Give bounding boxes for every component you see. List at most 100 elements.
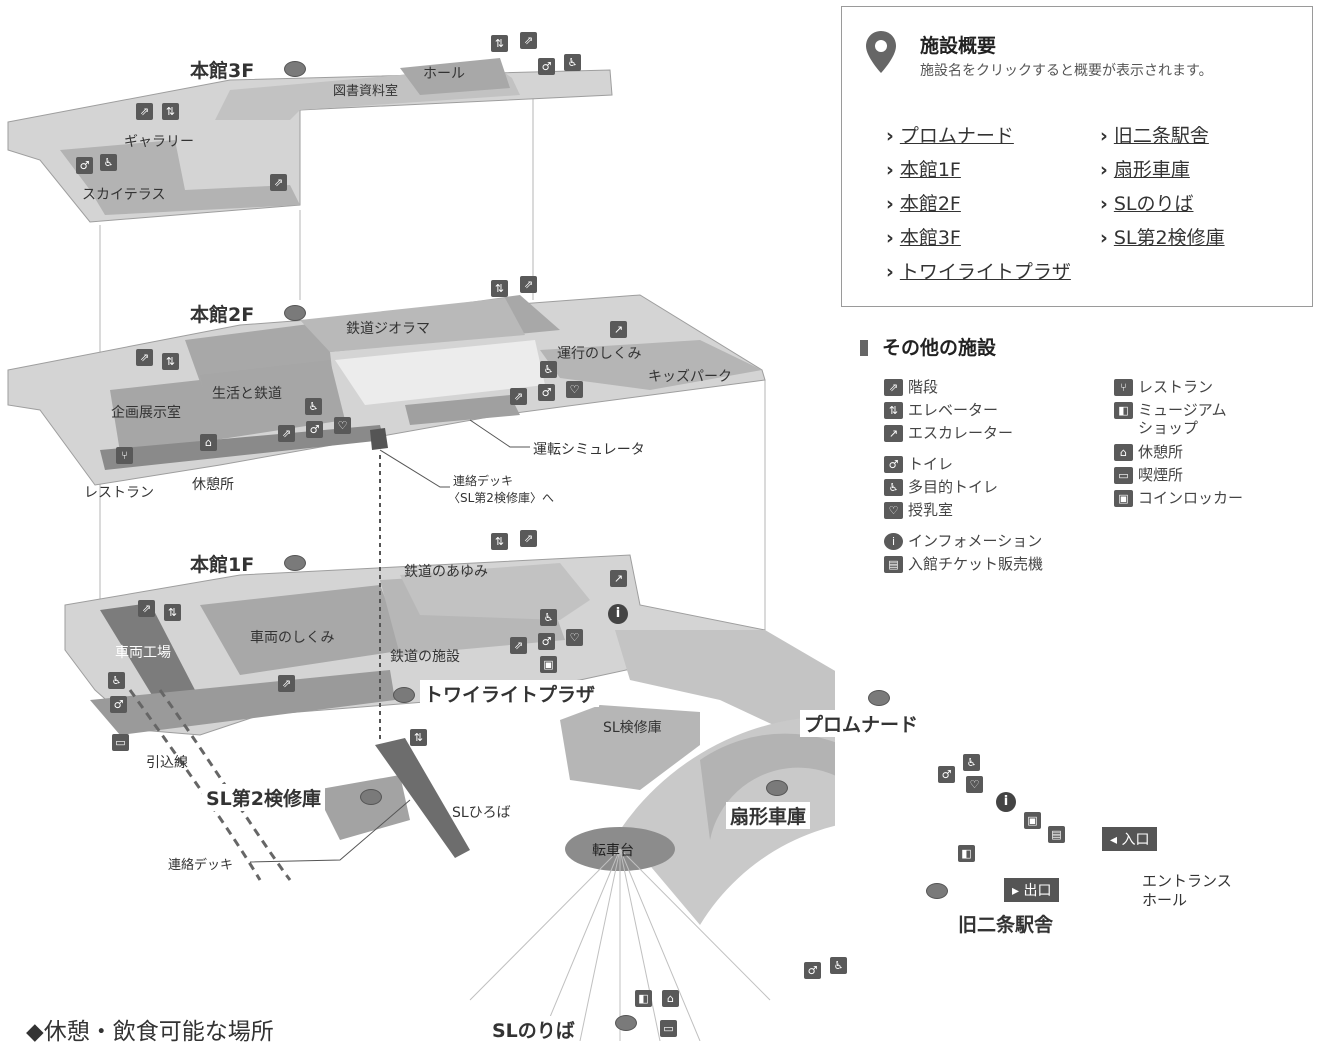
link-main-3f[interactable]: ›本館3F bbox=[886, 223, 961, 250]
smoking-area-icon: ▭ bbox=[1114, 467, 1133, 484]
floor-1f-title[interactable]: 本館1F bbox=[190, 554, 255, 576]
legend-information: i インフォメーション bbox=[884, 530, 1042, 551]
information-icon: i bbox=[608, 604, 628, 624]
link-sl-platform[interactable]: ›SLのりば bbox=[1100, 189, 1194, 216]
toilet-icon: ♂ bbox=[306, 421, 323, 438]
elevator-icon: ⇅ bbox=[162, 353, 179, 370]
link-roundhouse[interactable]: ›扇形車庫 bbox=[1100, 155, 1190, 182]
room-railway-facilities: 鉄道の施設 bbox=[390, 649, 460, 665]
callout-driving-simulator: 運転シミュレータ bbox=[533, 442, 645, 458]
stairs-icon: ⇗ bbox=[136, 103, 153, 120]
promenade-label[interactable]: プロムナード bbox=[800, 710, 923, 737]
sl-plaza-label: SLひろば bbox=[452, 805, 511, 821]
legend-accessible-toilet: ♿多目的トイレ bbox=[884, 476, 998, 497]
chevron-right-icon: › bbox=[1100, 227, 1108, 249]
room-life-and-railway: 生活と鉄道 bbox=[212, 386, 282, 402]
legend-label: ミュージアム bbox=[1138, 401, 1227, 419]
legend-escalator: ↗エスカレーター bbox=[884, 422, 1013, 443]
floor-1f-marker[interactable] bbox=[284, 555, 306, 571]
legend-label: 授乳室 bbox=[908, 501, 954, 519]
elevator-icon: ⇅ bbox=[410, 729, 427, 746]
elevator-icon: ⇅ bbox=[164, 604, 181, 621]
entrance-hall-label-1: エントランス bbox=[1142, 872, 1232, 890]
stairs-icon: ⇗ bbox=[510, 637, 527, 654]
accessible-toilet-icon: ♿ bbox=[830, 957, 847, 974]
legend-restaurant: ⑂ レストラン bbox=[1114, 376, 1213, 397]
information-icon: i bbox=[884, 533, 903, 550]
room-kids-park: キッズパーク bbox=[648, 369, 732, 385]
legend-stairs: ⇗階段 bbox=[884, 376, 938, 397]
link-label: 本館2F bbox=[899, 193, 961, 215]
nursing-room-icon: ♡ bbox=[966, 776, 983, 793]
entrance-label: 入口 bbox=[1121, 832, 1150, 848]
overview-description: 施設名をクリックすると概要が表示されます。 bbox=[920, 63, 1213, 79]
sl2-depot-label[interactable]: SL第2検修庫 bbox=[202, 784, 326, 811]
sl2-depot-marker[interactable] bbox=[360, 789, 382, 805]
link-twilight-plaza[interactable]: ›トワイライトプラザ bbox=[886, 257, 1071, 284]
smoking-area-icon: ▭ bbox=[660, 1020, 677, 1037]
restaurant-icon: ⑂ bbox=[1114, 379, 1133, 396]
ticket-machine-icon: ▤ bbox=[884, 556, 903, 573]
stairs-icon: ⇗ bbox=[270, 174, 287, 191]
entrance-button[interactable]: ◂ 入口 bbox=[1102, 827, 1158, 851]
chevron-right-icon: › bbox=[886, 125, 894, 147]
smoking-area-icon: ▭ bbox=[112, 734, 129, 751]
sl-platform-marker[interactable] bbox=[615, 1015, 637, 1031]
turntable-radials bbox=[469, 848, 771, 1041]
room-restaurant: レストラン bbox=[84, 485, 154, 501]
connecting-deck-label: 連絡デッキ bbox=[168, 858, 234, 873]
link-kyu-nijo[interactable]: ›旧二条駅舎 bbox=[1100, 121, 1209, 148]
floor-3f-title[interactable]: 本館3F bbox=[190, 60, 255, 82]
promenade-marker[interactable] bbox=[868, 690, 890, 706]
link-main-1f[interactable]: ›本館1F bbox=[886, 155, 961, 182]
stairs-icon: ⇗ bbox=[510, 388, 527, 405]
stairs-icon: ⇗ bbox=[278, 425, 295, 442]
legend-coin-locker: ▣コインロッカー bbox=[1114, 487, 1243, 508]
legend-museum-shop: ◧ ミュージアム bbox=[1114, 399, 1227, 420]
roundhouse-label[interactable]: 扇形車庫 bbox=[726, 802, 811, 829]
link-label: 本館1F bbox=[899, 159, 961, 181]
escalator-icon: ↗ bbox=[610, 570, 627, 587]
floor-2f-marker[interactable] bbox=[284, 305, 306, 321]
roundhouse-marker[interactable] bbox=[766, 780, 788, 796]
legend-elevator: ⇅ エレベーター bbox=[884, 399, 998, 420]
link-sl2-depot[interactable]: ›SL第2検修庫 bbox=[1100, 223, 1225, 250]
link-main-2f[interactable]: ›本館2F bbox=[886, 189, 961, 216]
legend-museum-shop-line2: ショップ bbox=[1138, 417, 1198, 438]
nursing-room-icon: ♡ bbox=[566, 381, 583, 398]
legend-label: エレベーター bbox=[908, 401, 999, 419]
nursing-room-icon: ♡ bbox=[334, 417, 351, 434]
room-operation: 運行のしくみ bbox=[557, 346, 642, 362]
stairs-icon: ⇗ bbox=[520, 32, 537, 49]
link-promenade[interactable]: ›プロムナード bbox=[886, 121, 1014, 148]
toilet-icon: ♂ bbox=[538, 384, 555, 401]
twilight-plaza-label[interactable]: トワイライトプラザ bbox=[420, 680, 600, 707]
legend-label: トイレ bbox=[908, 455, 954, 473]
entrance-hall-label-2: ホール bbox=[1142, 891, 1188, 909]
sl-platform-label[interactable]: SLのりば bbox=[488, 1016, 579, 1043]
legend-label: インフォメーション bbox=[908, 532, 1043, 550]
elevator-icon: ⇅ bbox=[491, 35, 508, 52]
kyu-nijo-label[interactable]: 旧二条駅舎 bbox=[954, 910, 1058, 937]
exit-button[interactable]: ▸ 出口 bbox=[1004, 878, 1060, 902]
legend-label: レストラン bbox=[1138, 378, 1214, 396]
floor-3f-plate bbox=[7, 58, 613, 223]
elevator-icon: ⇅ bbox=[162, 103, 179, 120]
floor-3f-marker[interactable] bbox=[284, 61, 306, 77]
stairs-icon: ⇗ bbox=[278, 675, 295, 692]
legend-label: コインロッカー bbox=[1138, 489, 1244, 507]
accessible-toilet-icon: ♿ bbox=[108, 672, 125, 689]
triangle-left-icon: ◂ bbox=[1110, 832, 1122, 848]
accessible-toilet-icon: ♿ bbox=[884, 479, 903, 496]
stairs-icon: ⇗ bbox=[884, 379, 903, 396]
rest-area-icon: ⌂ bbox=[1114, 444, 1133, 461]
twilight-plaza-marker[interactable] bbox=[393, 687, 415, 703]
kyu-nijo-marker[interactable] bbox=[926, 883, 948, 899]
accessible-toilet-icon: ♿ bbox=[963, 754, 980, 771]
elevator-icon: ⇅ bbox=[491, 533, 508, 550]
museum-shop-icon: ◧ bbox=[1114, 402, 1133, 419]
floor-2f-title[interactable]: 本館2F bbox=[190, 304, 255, 326]
exit-label: 出口 bbox=[1023, 883, 1052, 899]
elevator-icon: ⇅ bbox=[884, 402, 903, 419]
link-label: SLのりば bbox=[1113, 193, 1194, 215]
